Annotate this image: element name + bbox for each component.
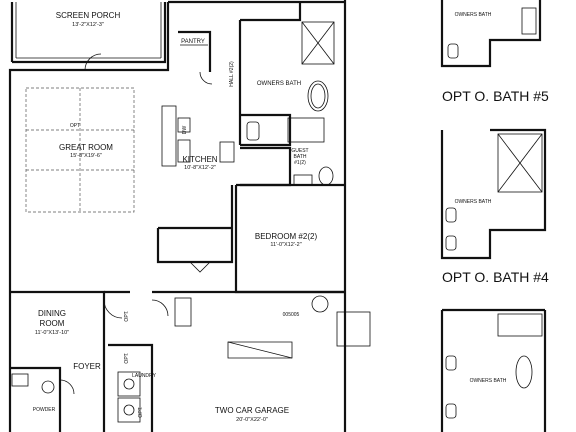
screen-porch-walls — [10, 2, 167, 64]
opt4-bath-label: OWNERS BATH — [470, 378, 507, 384]
opt5-title: OPT O. BATH #5 — [442, 88, 549, 104]
opt-top-bath-label: OWNERS BATH — [455, 12, 492, 18]
owners-bath-label: OWNERS BATH — [257, 81, 301, 87]
powder-walls — [10, 366, 62, 432]
bedroom2-dim: 11'-0"X12'-2" — [270, 242, 301, 248]
utility-code-label: 005005 — [283, 312, 300, 318]
owners-bath-walls — [238, 2, 302, 145]
opt-ceiling-label: OPT — [70, 123, 80, 129]
dishwasher-label: DW — [182, 126, 188, 135]
kitchen-label: KITCHEN — [182, 155, 217, 164]
guest-bath-label-1: GUEST — [291, 148, 308, 154]
great-room-label: GREAT ROOM — [59, 143, 113, 152]
option-bath-5: OWNERS BATH — [440, 128, 547, 260]
pantry-walls — [178, 30, 212, 72]
guest-bath-label-3: #1(2) — [294, 160, 306, 166]
kitchen-counter — [156, 185, 234, 264]
pantry-label: PANTRY — [181, 39, 205, 45]
opt4-title: OPT O. BATH #4 — [442, 269, 549, 285]
garage-label: TWO CAR GARAGE — [215, 406, 289, 415]
west-exterior-wall — [8, 2, 170, 432]
dining-dim: 11'-0"X13'-10" — [35, 330, 69, 336]
powder-label: POWDER — [33, 407, 56, 413]
kitchen-island — [161, 105, 177, 167]
option-bath-top: OWNERS BATH — [440, 0, 542, 68]
dining-label-2: ROOM — [40, 319, 65, 328]
laundry-walls — [108, 343, 154, 432]
option-bath-4: OWNERS BATH — [440, 308, 547, 432]
bedroom2-label: BEDROOM #2(2) — [255, 232, 318, 241]
house-walls — [8, 0, 371, 432]
opt-closet-label-3: OPT. — [138, 406, 144, 417]
opt5-bath-label: OWNERS BATH — [455, 199, 492, 205]
guest-bath-label-2: BATH — [294, 154, 307, 160]
great-room-ceiling — [25, 87, 135, 213]
opt-closet-label-1: OPT. — [124, 310, 130, 321]
kitchen-dim: 10'-8"X12'-2" — [184, 165, 216, 171]
screen-porch-dim: 13'-2"X12'-3" — [72, 22, 104, 28]
foyer-label: FOYER — [73, 362, 101, 371]
great-room-dim: 15'-8"X19'-6" — [70, 153, 102, 159]
garage-dim: 20'-0"X22'-0" — [236, 417, 268, 423]
dining-label-1: DINING — [38, 309, 66, 318]
laundry-label: LAUNDRY — [132, 373, 156, 379]
screen-porch-label: SCREEN PORCH — [56, 11, 121, 20]
hall-label: HALL #2(2) — [229, 61, 235, 87]
opt-closet-label-2: OPT. — [124, 352, 130, 363]
room-labels: SCREEN PORCH 13'-2"X12'-3" PANTRY HALL #… — [33, 11, 318, 423]
